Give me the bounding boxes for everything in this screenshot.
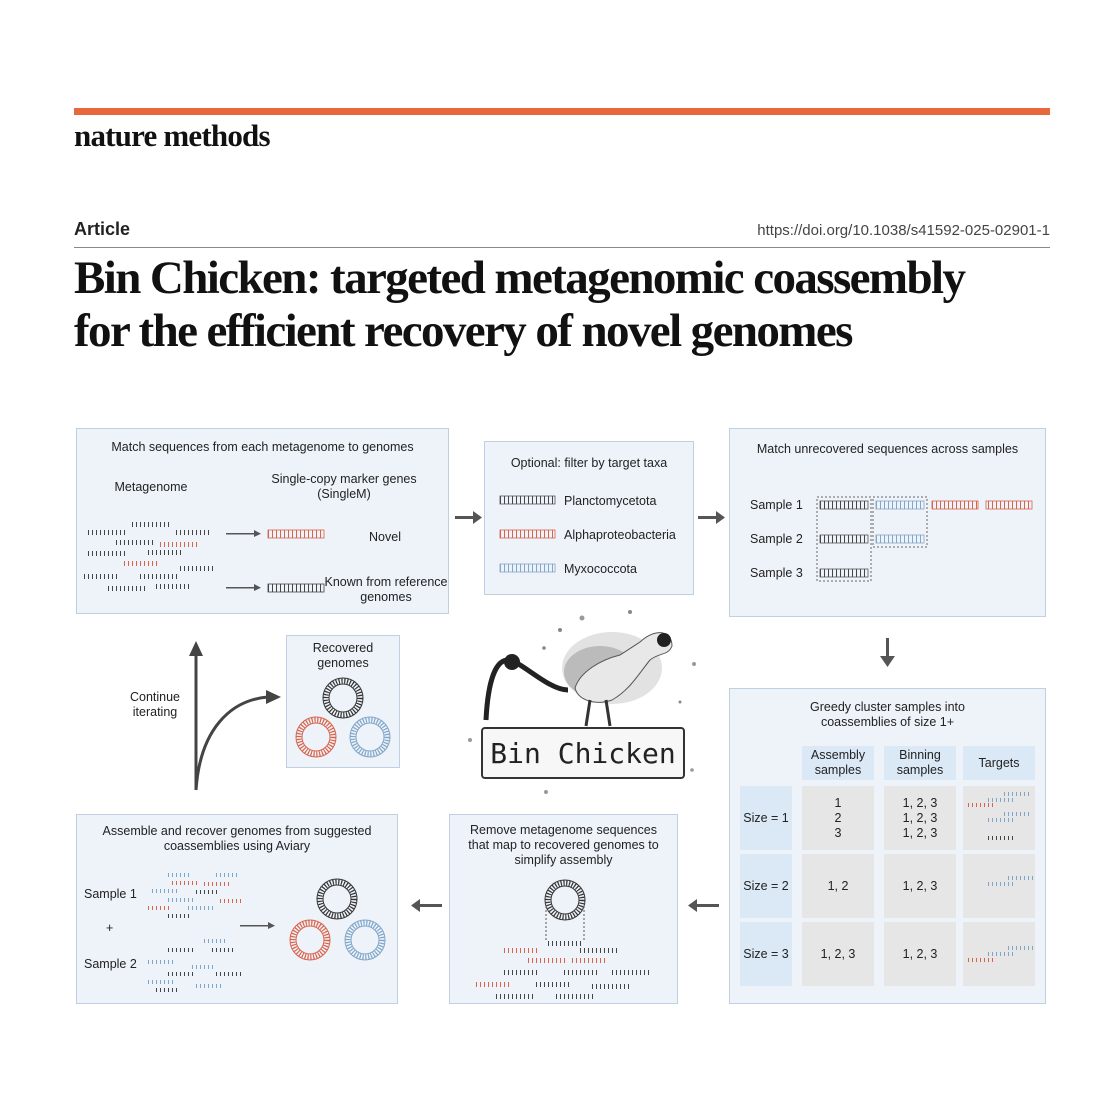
assemble-reads-sample2: [148, 939, 242, 992]
panel-assemble-title: Assemble and recover genomes from sugges…: [102, 824, 372, 853]
known-marker-gene: [267, 583, 325, 593]
taxon-label-alphaproteobacteria: Alphaproteobacteria: [564, 528, 676, 542]
cell-assembly-size-1: 1 2 3: [802, 786, 874, 850]
remove-genome-circle: [544, 879, 586, 941]
header-binning-samples: Binning samples: [884, 746, 956, 780]
header-rule: [74, 247, 1050, 248]
cell-binning-size-1: 1, 2, 3 1, 2, 3 1, 2, 3: [884, 786, 956, 850]
known-label: Known from reference genomes: [324, 575, 448, 604]
assembled-genome-circles: [289, 878, 386, 961]
panel-unrecovered-title: Match unrecovered sequences across sampl…: [756, 442, 1019, 456]
flow-arrow-left-2: [411, 899, 442, 912]
sample-gene-grid: [816, 496, 1033, 582]
taxon-gene-icon-myxococcota: [499, 563, 556, 573]
flow-arrow-left-1: [688, 899, 719, 912]
assemble-sample-2-label: Sample 2: [84, 957, 137, 971]
row-label-size-2: Size = 2: [740, 854, 792, 918]
taxon-label-myxococcota: Myxococcota: [564, 562, 637, 576]
metagenome-column-label: Metagenome: [114, 480, 188, 494]
flow-arrow-right-2: [698, 511, 725, 524]
sample-2-label: Sample 2: [750, 532, 803, 546]
doi-link[interactable]: https://doi.org/10.1038/s41592-025-02901…: [757, 222, 1050, 239]
continue-iterating-label: Continue iterating: [129, 690, 181, 719]
ibis-logo-icon: [468, 610, 696, 794]
assemble-reads-sample1: [146, 873, 244, 918]
remove-reads: [474, 941, 650, 999]
novel-label: Novel: [369, 530, 401, 544]
panel-remove-title: Remove metagenome sequences that map to …: [468, 823, 659, 867]
flow-arrow-right-1: [455, 511, 482, 524]
cell-assembly-size-2: 1, 2: [802, 854, 874, 918]
panel-filter-title: Optional: filter by target taxa: [510, 456, 668, 470]
recovered-genomes-title: Recovered genomes: [312, 641, 374, 670]
article-type-label: Article: [74, 219, 131, 239]
assemble-arrow: [240, 922, 275, 929]
taxon-label-planctomycetota: Planctomycetota: [564, 494, 657, 508]
bin-chicken-logo-text: Bin Chicken: [490, 736, 676, 770]
panel-cluster-title: Greedy cluster samples into coassemblies…: [810, 700, 965, 729]
cell-binning-size-2: 1, 2, 3: [884, 854, 956, 918]
novel-marker-gene: [267, 529, 325, 539]
marker-genes-column-label: Single-copy marker genes (SingleM): [271, 472, 417, 501]
match-arrows: [226, 530, 261, 591]
header-targets: Targets: [963, 746, 1035, 780]
recovered-genome-circles: [296, 678, 390, 757]
accent-bar: [74, 108, 1050, 115]
cell-binning-size-3: 1, 2, 3: [884, 922, 956, 986]
sample-3-label: Sample 3: [750, 566, 803, 580]
header-assembly-samples: Assembly samples: [802, 746, 874, 780]
taxon-gene-icon-planctomycetota: [499, 495, 556, 505]
cell-assembly-size-3: 1, 2, 3: [802, 922, 874, 986]
panel-match-title: Match sequences from each metagenome to …: [111, 440, 414, 454]
flow-arrow-down: [880, 638, 895, 667]
assemble-plus-sign: +: [106, 921, 114, 935]
panel-unrecovered: [729, 428, 1046, 617]
bin-chicken-logo: Bin Chicken: [481, 727, 685, 779]
article-title: Bin Chicken: targeted metagenomic coasse…: [74, 252, 966, 357]
journal-name: nature methods: [74, 118, 271, 153]
sample-1-label: Sample 1: [750, 498, 803, 512]
taxon-gene-icon-alphaproteobacteria: [499, 529, 556, 539]
assemble-sample-1-label: Sample 1: [84, 887, 137, 901]
panel-match-sequences: [76, 428, 449, 614]
metagenome-reads: [82, 522, 216, 591]
row-label-size-3: Size = 3: [740, 922, 792, 986]
row-label-size-1: Size = 1: [740, 786, 792, 850]
